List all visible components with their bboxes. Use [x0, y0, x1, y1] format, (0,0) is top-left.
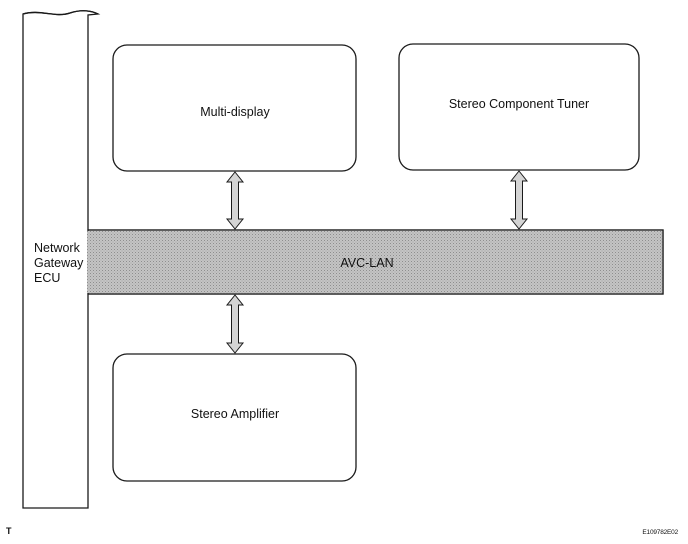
avc-lan-bus [87, 229, 664, 295]
multi-display-label: Multi-display [200, 105, 270, 119]
gateway-label-line-3: ECU [34, 271, 61, 285]
stereo-tuner-box [398, 43, 640, 171]
tuner-arrow [509, 170, 529, 230]
avc-lan-label: AVC-LAN [340, 256, 394, 270]
stereo-tuner-label: Stereo Component Tuner [448, 97, 590, 111]
stereo-amplifier-box [112, 353, 357, 482]
multi-display-box [112, 44, 357, 172]
gateway-wave-edge [22, 10, 99, 16]
stereo-amplifier-label: Stereo Amplifier [190, 407, 280, 421]
figure-code: E109782E02 [642, 529, 678, 536]
footer-left-mark: T [6, 526, 12, 536]
gateway-label-line-1: Network [34, 241, 80, 255]
gateway-ecu-label: Network Gateway ECU [34, 241, 94, 286]
multi-display-arrow [225, 171, 245, 230]
gateway-label-line-2: Gateway [34, 256, 84, 270]
amplifier-arrow [225, 294, 245, 354]
